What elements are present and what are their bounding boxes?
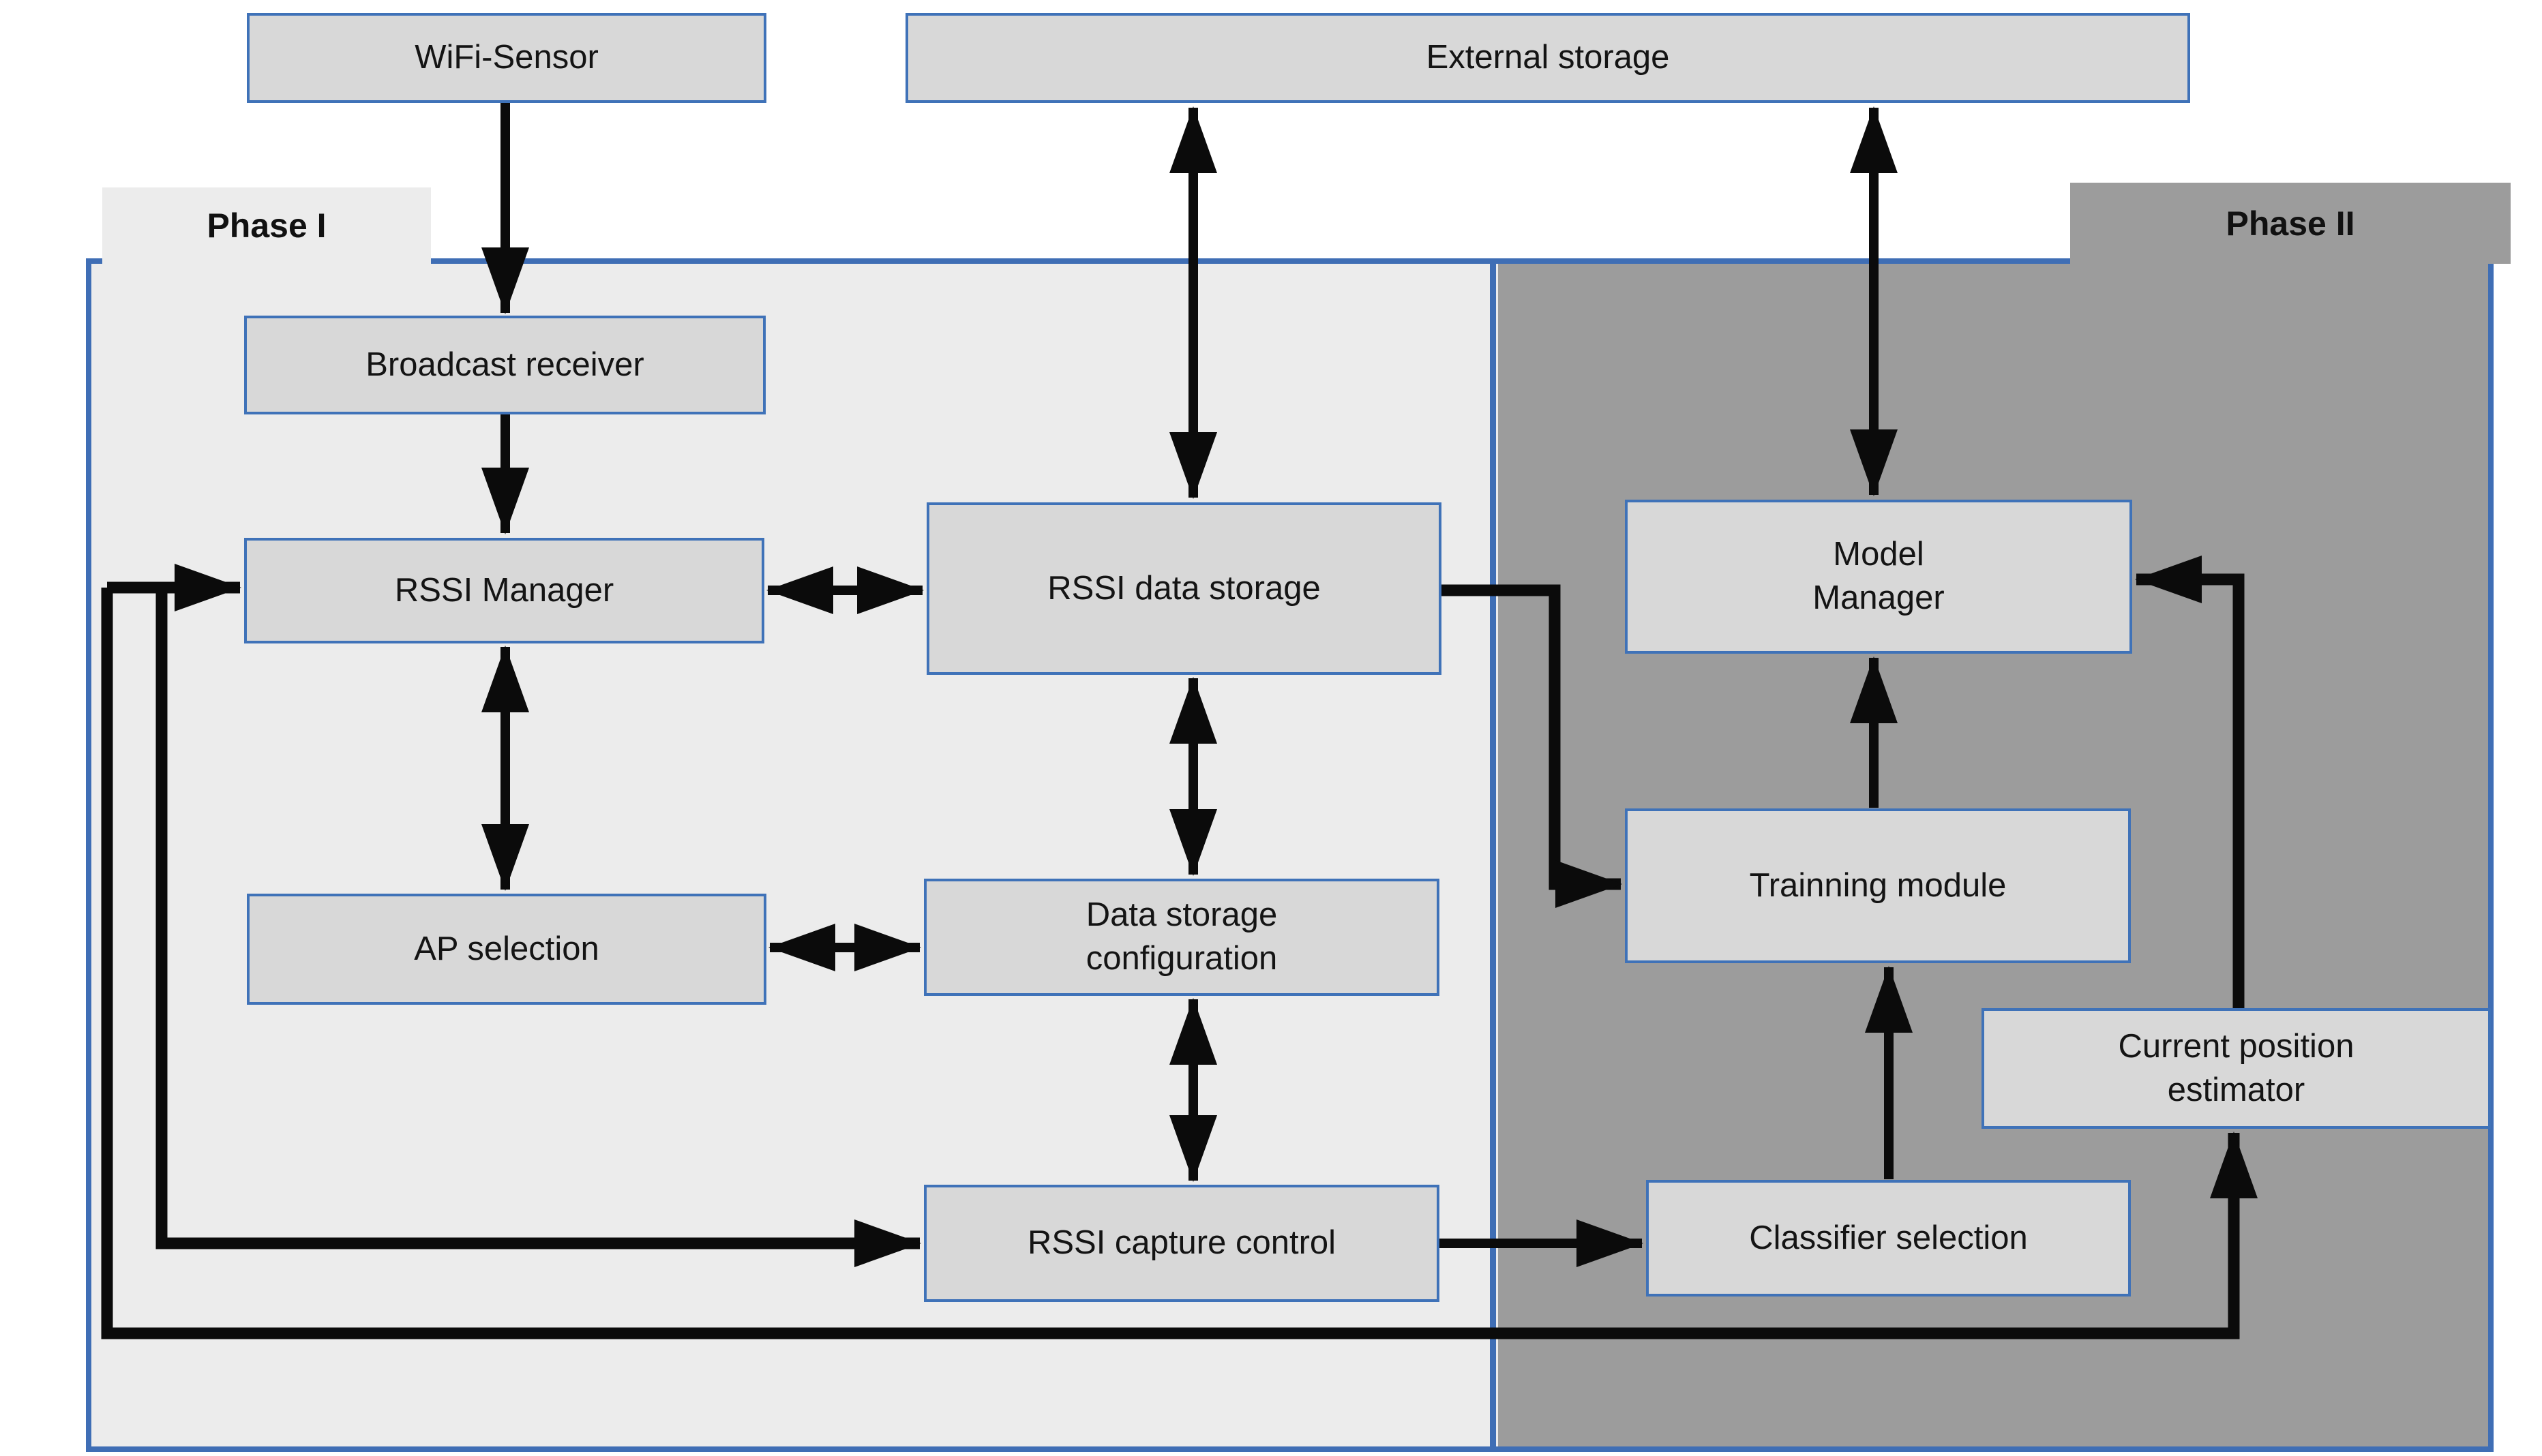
training-module-label: Trainning module <box>1749 866 2007 904</box>
current-position-estimator-label: Current position estimator <box>2118 1027 2354 1108</box>
arrow-left-loop-to-rssi-capture <box>155 588 921 1267</box>
current-position-estimator-box: Current position estimator <box>1982 1008 2491 1129</box>
rssi-data-storage-box: RSSI data storage <box>927 502 1441 675</box>
wifi-sensor-label: WiFi-Sensor <box>415 39 599 76</box>
arrow-bottom-loop-to-estimator <box>101 588 2258 1339</box>
rssi-capture-control-box: RSSI capture control <box>924 1185 1439 1302</box>
ap-selection-box: AP selection <box>247 894 766 1005</box>
rssi-manager-box: RSSI Manager <box>244 538 764 643</box>
phase1-tab: Phase I <box>102 187 431 264</box>
phase-divider-line <box>1490 258 1496 1446</box>
phase1-label: Phase I <box>207 207 327 245</box>
arrow-rssi-storage-to-training <box>1441 584 1622 908</box>
broadcast-receiver-box: Broadcast receiver <box>244 316 766 414</box>
arrow-estimator-to-model-manager <box>2135 556 2245 1009</box>
phase2-tab: Phase II <box>2070 183 2511 264</box>
data-storage-configuration-label: Data storage configuration <box>1086 896 1278 977</box>
rssi-manager-label: RSSI Manager <box>394 571 614 609</box>
model-manager-box: Model Manager <box>1625 500 2132 654</box>
external-storage-label: External storage <box>1426 39 1670 76</box>
training-module-box: Trainning module <box>1625 808 2131 963</box>
classifier-selection-label: Classifier selection <box>1749 1219 2028 1256</box>
broadcast-receiver-label: Broadcast receiver <box>365 346 644 383</box>
external-storage-box: External storage <box>906 13 2190 103</box>
model-manager-label: Model Manager <box>1812 536 1945 616</box>
wifi-sensor-box: WiFi-Sensor <box>247 13 766 103</box>
phase2-label: Phase II <box>2226 204 2355 243</box>
classifier-selection-box: Classifier selection <box>1646 1180 2131 1296</box>
ap-selection-label: AP selection <box>414 930 599 967</box>
rssi-data-storage-label: RSSI data storage <box>1047 569 1321 607</box>
rssi-capture-control-label: RSSI capture control <box>1027 1224 1336 1262</box>
data-storage-configuration-box: Data storage configuration <box>924 879 1439 996</box>
